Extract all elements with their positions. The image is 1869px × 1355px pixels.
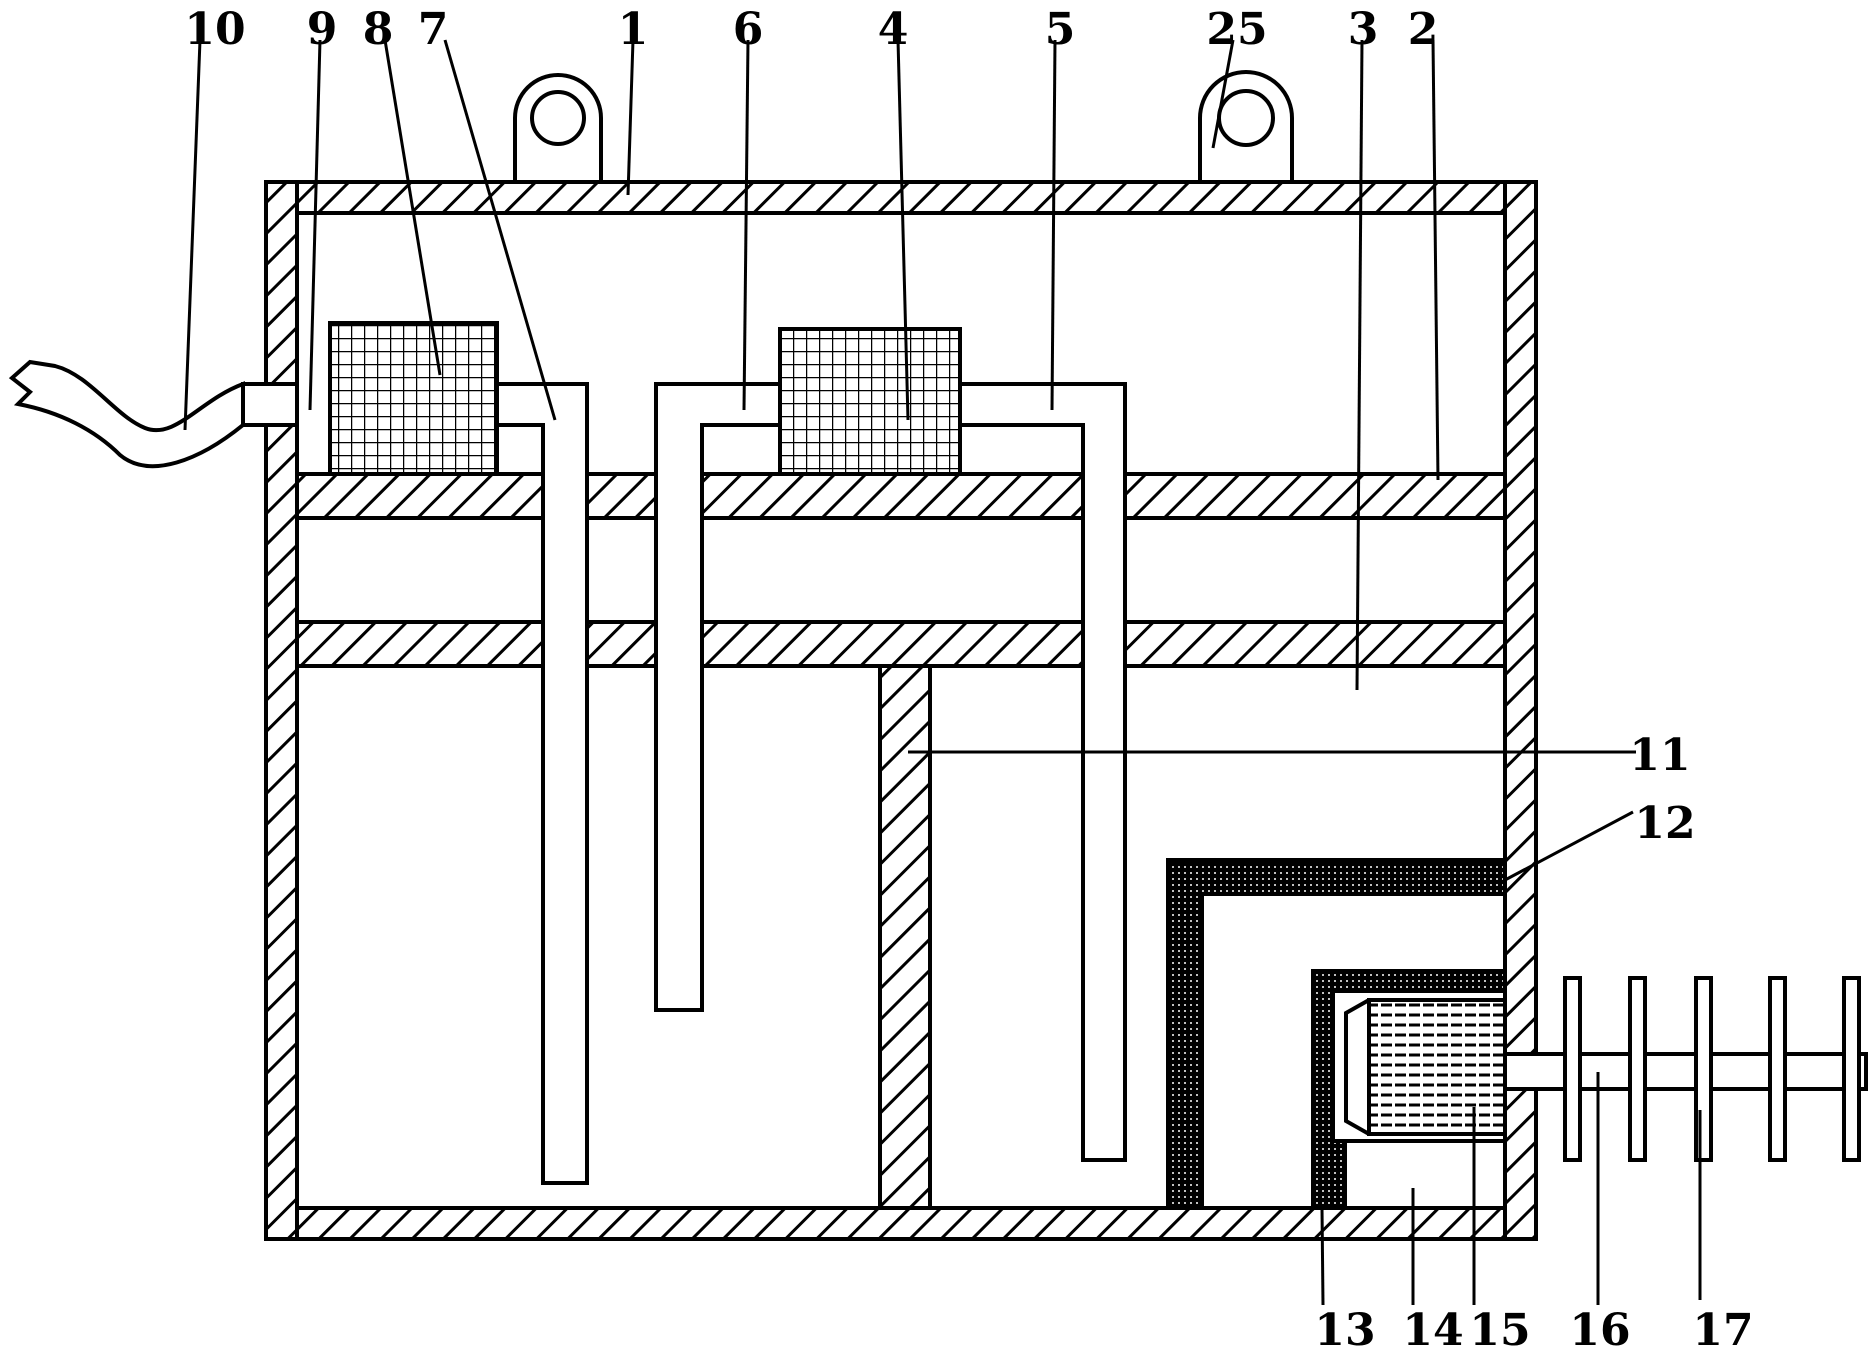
hanging-lug-right (1198, 70, 1294, 182)
label-15: 15 (1469, 1305, 1530, 1355)
divider-wall (878, 664, 932, 1210)
reference-labels: 10 9 8 7 1 6 4 5 25 3 2 11 12 13 14 15 1… (184, 4, 1753, 1355)
label-7: 7 (418, 4, 449, 55)
label-11: 11 (1629, 730, 1690, 781)
label-8: 8 (363, 4, 394, 55)
stirring-blades (1563, 976, 1861, 1162)
label-14: 14 (1402, 1305, 1463, 1355)
label-9: 9 (307, 4, 338, 55)
label-25: 25 (1206, 4, 1267, 55)
label-6: 6 (733, 4, 764, 55)
leader-lines (183, 39, 1702, 1306)
hose (8, 359, 245, 469)
label-13: 13 (1314, 1305, 1375, 1355)
label-12: 12 (1634, 798, 1695, 849)
hanging-lug-left (513, 73, 603, 182)
label-2: 2 (1408, 4, 1439, 55)
label-17: 17 (1692, 1305, 1753, 1355)
inlet-port (241, 382, 299, 427)
filter-block-4 (778, 327, 962, 476)
label-16: 16 (1569, 1305, 1630, 1355)
motor (1344, 998, 1507, 1136)
label-3: 3 (1348, 4, 1379, 55)
label-4: 4 (878, 4, 909, 55)
label-1: 1 (618, 4, 649, 55)
upper-partition (295, 472, 1507, 520)
filter-block-8 (328, 321, 499, 476)
label-10: 10 (184, 4, 245, 55)
stirring-shaft (1503, 1052, 1868, 1091)
lower-partition (295, 620, 1507, 668)
label-5: 5 (1045, 4, 1076, 55)
